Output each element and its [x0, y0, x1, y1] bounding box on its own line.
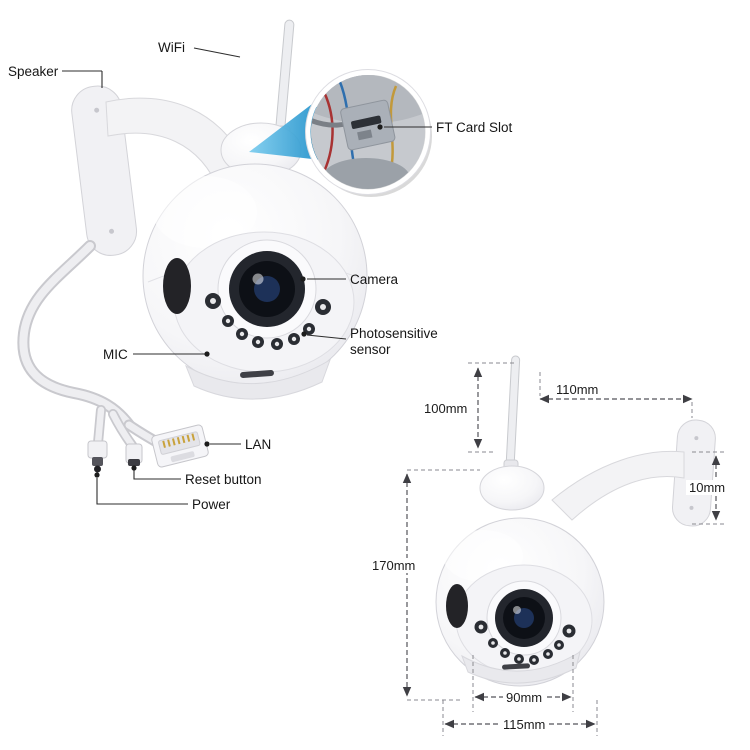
dim-top-width: 110mm — [556, 382, 599, 397]
callout-lines — [62, 47, 432, 505]
ir-led-array — [205, 293, 331, 350]
label-lan: LAN — [245, 437, 272, 452]
reset-connector — [125, 443, 143, 466]
base — [185, 358, 331, 400]
label-power: Power — [192, 497, 231, 512]
label-ft-card-slot: FT Card Slot — [436, 120, 513, 135]
lens — [217, 239, 317, 339]
label-photosensitive-sensor: Photosensitive sensor — [350, 326, 438, 357]
label-camera: Camera — [350, 272, 399, 287]
lan-connector — [151, 424, 209, 468]
lens-2 — [486, 580, 562, 656]
dim-base-width: 90mm — [503, 690, 546, 705]
power-connector — [87, 440, 108, 473]
ir-led-array-2 — [474, 620, 576, 665]
label-reset-button: Reset button — [185, 472, 262, 487]
pigtail-cable — [17, 240, 168, 453]
dimension-camera — [435, 355, 716, 687]
main-camera — [17, 19, 368, 473]
dim-plate-height: 10mm — [686, 480, 729, 495]
label-wifi: WiFi — [158, 40, 185, 55]
wifi-antenna-2 — [505, 355, 521, 469]
label-speaker: Speaker — [8, 64, 59, 79]
bracket-arm-2 — [551, 450, 685, 521]
dim-body-height: 170mm — [369, 558, 419, 573]
dim-overall-width: 115mm — [500, 717, 549, 732]
wifi-antenna — [275, 19, 295, 137]
inset-pointer-triangle — [249, 101, 321, 160]
dim-antenna-height: 100mm — [424, 401, 468, 416]
speaker-grille — [163, 258, 191, 314]
label-mic: MIC — [103, 347, 128, 362]
card-slot-inset — [305, 69, 432, 197]
